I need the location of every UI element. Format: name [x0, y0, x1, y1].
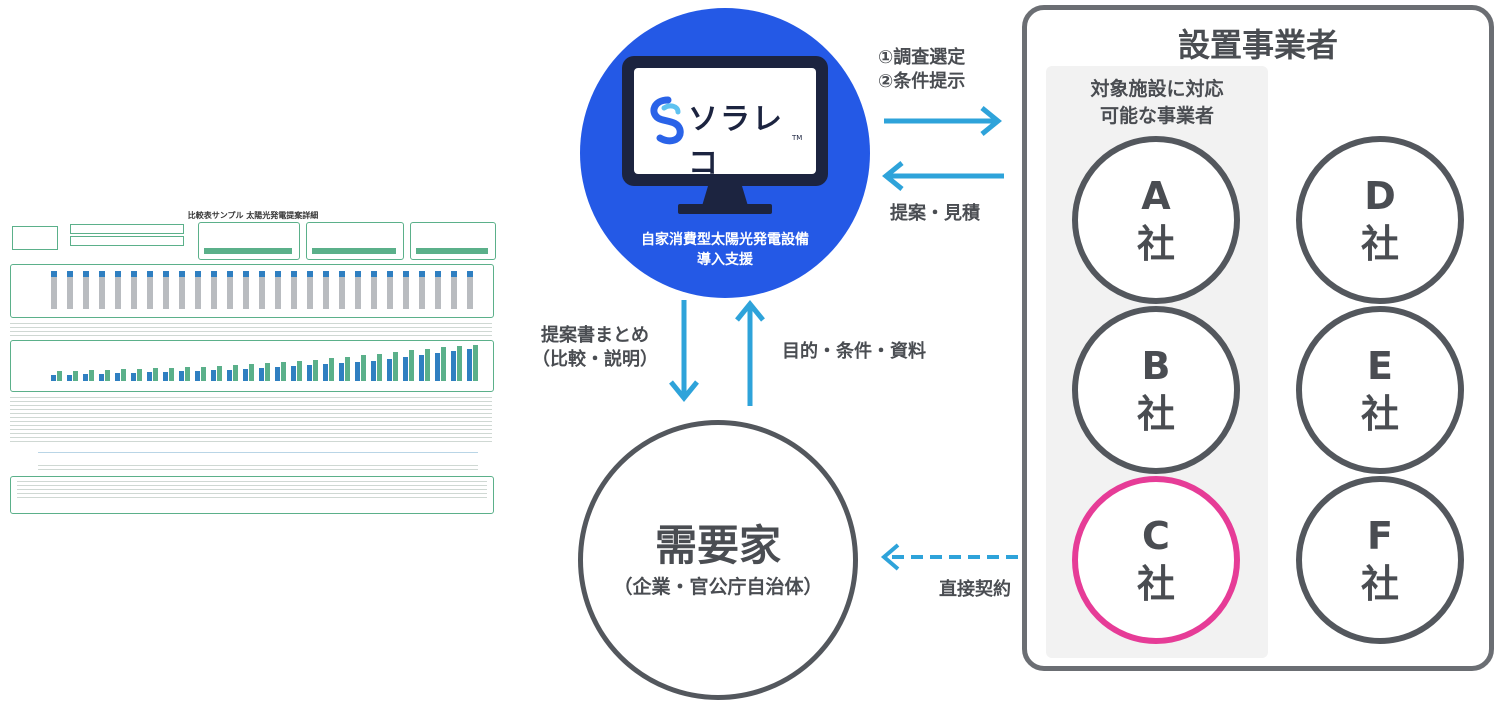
label-to-providers: ①調査選定 ②条件提示 [878, 46, 1018, 94]
arrow-direct-contract-left-head [880, 543, 900, 571]
eligible-label-line1: 対象施設に対応 [1090, 78, 1224, 100]
company-a: A 社 [1072, 136, 1240, 304]
label-from-providers: 提案・見積 [890, 203, 980, 224]
company-d: D 社 [1296, 136, 1464, 304]
company-letter: D [1364, 174, 1396, 218]
customer-circle [578, 420, 858, 700]
company-letter: C [1142, 514, 1170, 558]
company-e: E 社 [1296, 306, 1464, 474]
system-caption-line2: 導入支援 [697, 252, 753, 268]
sheet-title: 比較表サンプル 太陽光発電提案詳細 [187, 211, 319, 220]
label-to-customer-line1: 提案書まとめ [541, 325, 649, 346]
label-to-customer-line2: （比較・説明） [532, 349, 658, 370]
arrow-to-customer-head [669, 380, 699, 402]
company-suffix: 社 [1136, 222, 1175, 266]
solareco-logo-icon [650, 96, 684, 145]
label-direct-contract: 直接契約 [939, 579, 1011, 600]
sheet-bars-top [51, 271, 473, 309]
solareco-logo-text: ソラレコ [688, 102, 784, 181]
company-letter: A [1141, 174, 1171, 218]
eligible-providers-label: 対象施設に対応 可能な事業者 [1046, 76, 1268, 130]
system-caption-line1: 自家消費型太陽光発電設備 [641, 232, 809, 248]
company-suffix: 社 [1136, 562, 1175, 606]
label-to-customer: 提案書まとめ （比較・説明） [520, 324, 670, 372]
sheet-info-box [12, 226, 58, 250]
company-suffix: 社 [1360, 392, 1399, 436]
system-caption: 自家消費型太陽光発電設備 導入支援 [600, 230, 850, 270]
company-letter: E [1367, 344, 1393, 388]
sheet-table-footer [38, 462, 478, 470]
customer-subtitle: （企業・官公庁自治体） [613, 576, 823, 598]
sheet-chart-top [10, 264, 494, 318]
company-c-highlighted: C 社 [1072, 476, 1240, 644]
arrow-from-providers-head [882, 161, 904, 191]
company-f: F 社 [1296, 476, 1464, 644]
company-suffix: 社 [1136, 392, 1175, 436]
trademark-mark: TM [792, 134, 803, 142]
sheet-bars-bottom [51, 345, 478, 381]
arrow-from-customer-head [735, 300, 765, 322]
sheet-chart-bottom [10, 340, 494, 392]
label-to-providers-line2: ②条件提示 [878, 71, 966, 92]
company-letter: B [1141, 344, 1171, 388]
monitor-icon [622, 56, 828, 214]
company-suffix: 社 [1360, 222, 1399, 266]
sheet-info-box [70, 236, 184, 246]
sheet-notes-box [10, 476, 494, 514]
company-b: B 社 [1072, 306, 1240, 474]
providers-title: 設置事業者 [1177, 26, 1338, 64]
sheet-table-top [10, 320, 492, 336]
sheet-info-box [70, 224, 184, 234]
comparison-sheet-thumbnail: 比較表サンプル 太陽光発電提案詳細 [8, 204, 498, 518]
customer-title: 需要家 [654, 521, 781, 570]
label-from-customer: 目的・条件・資料 [782, 341, 926, 362]
company-letter: F [1367, 514, 1393, 558]
arrow-to-providers-head [980, 106, 1002, 136]
sheet-table-bottom [10, 394, 492, 442]
label-to-providers-line1: ①調査選定 [878, 47, 966, 68]
eligible-label-line2: 可能な事業者 [1099, 105, 1214, 127]
company-suffix: 社 [1360, 562, 1399, 606]
